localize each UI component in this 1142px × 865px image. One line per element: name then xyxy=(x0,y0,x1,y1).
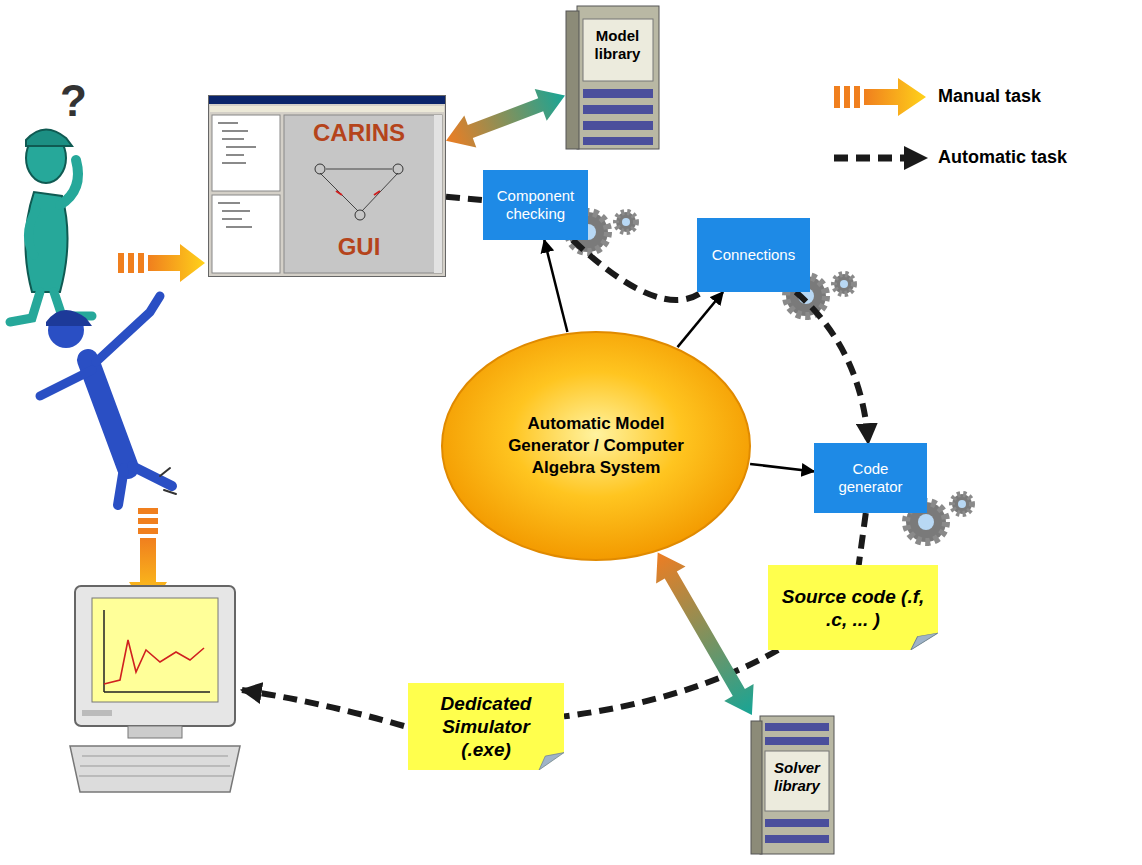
exchange-arrow xyxy=(446,89,565,147)
feed-arrow xyxy=(678,292,724,347)
generator-ellipse: Automatic Model Generator / Computer Alg… xyxy=(440,330,752,562)
question-mark: ? xyxy=(60,76,87,126)
legend-automatic-sample xyxy=(834,146,928,170)
legend-text: Automatic task xyxy=(938,147,1067,168)
library-book: Model library xyxy=(565,5,660,150)
process-box: Code generator xyxy=(814,443,927,513)
happy-person xyxy=(40,296,176,505)
feed-arrow xyxy=(750,464,814,471)
automatic-arrow xyxy=(242,690,404,726)
process-box: Component checking xyxy=(483,170,588,240)
gui-screenshot: CARINS GUI xyxy=(208,95,446,277)
automatic-connector xyxy=(859,513,866,565)
file-note: Dedicated Simulator (.exe) xyxy=(408,683,564,770)
library-book: Solver library xyxy=(750,715,835,855)
automatic-connector xyxy=(446,197,483,200)
file-note: Source code (.f, .c, ... ) xyxy=(768,565,938,650)
automatic-connector xyxy=(573,240,702,300)
computer-monitor xyxy=(70,586,240,792)
confused-person xyxy=(10,129,92,322)
box-label: Connections xyxy=(712,246,795,264)
gui-title: CARINS xyxy=(313,119,405,147)
exchange-arrow xyxy=(656,553,754,716)
file-label: Dedicated Simulator (.exe) xyxy=(418,692,554,761)
generator-label: Automatic Model Generator / Computer Alg… xyxy=(503,413,689,479)
automatic-connector xyxy=(796,292,868,443)
process-box: Connections xyxy=(697,218,810,292)
book-label: Solver library xyxy=(765,759,829,795)
book-label: Model library xyxy=(583,27,652,63)
legend-manual-sample xyxy=(834,78,926,116)
gui-title: GUI xyxy=(338,233,381,261)
manual-arrow xyxy=(118,244,205,282)
box-label: Component checking xyxy=(489,187,582,223)
legend-text: Manual task xyxy=(938,86,1041,107)
box-label: Code generator xyxy=(820,460,921,496)
file-label: Source code (.f, .c, ... ) xyxy=(778,585,928,631)
feed-arrow xyxy=(544,240,567,332)
